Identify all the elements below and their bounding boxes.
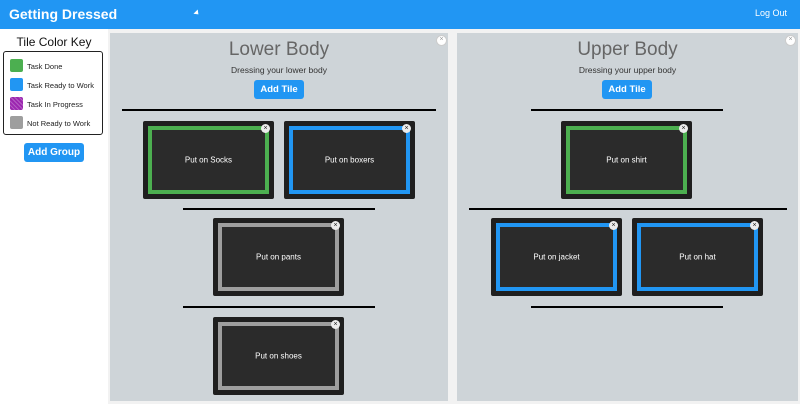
tile-label: Put on boxers <box>324 155 375 165</box>
tile-status-border: Put on hat <box>637 223 758 291</box>
add-tile-button[interactable]: Add Tile <box>254 80 304 99</box>
key-label: Task Done <box>27 62 63 71</box>
close-tile-icon[interactable]: × <box>331 320 340 329</box>
divider <box>183 208 375 210</box>
key-label: Task Ready to Work <box>27 81 94 90</box>
group-title: Lower Body <box>228 39 330 60</box>
tile-status-border: Put on Socks <box>148 126 269 194</box>
tile-label: Put on hat <box>679 252 716 262</box>
swatch-ready <box>10 78 23 91</box>
tile-label: Put on Socks <box>184 155 233 165</box>
tile-label: Put on shoes <box>255 351 302 361</box>
tile[interactable]: Put on Socks × <box>143 121 274 199</box>
tile[interactable]: Put on boxers × <box>284 121 415 199</box>
tile-status-border: Put on pants <box>218 223 339 291</box>
group-title: Upper Body <box>577 39 678 60</box>
group-lower-body: Lower Body Dressing your lower body Add … <box>110 33 448 401</box>
sidebar: Tile Color Key Task Done Task Ready to W… <box>0 29 108 404</box>
group-subtitle: Dressing your upper body <box>578 65 677 75</box>
close-tile-icon[interactable]: × <box>750 221 759 230</box>
close-tile-icon[interactable]: × <box>331 221 340 230</box>
divider <box>122 109 436 111</box>
app-title: Getting Dressed <box>9 6 118 22</box>
mouse-cursor-icon <box>193 9 201 17</box>
close-tile-icon[interactable]: × <box>609 221 618 230</box>
color-key: Task Done Task Ready to Work Task In Pro… <box>3 51 103 135</box>
divider <box>183 306 375 308</box>
group-upper-body: Upper Body Dressing your upper body Add … <box>457 33 798 401</box>
group-subtitle: Dressing your lower body <box>231 65 327 75</box>
tile-status-border: Put on shirt <box>566 126 687 194</box>
close-group-icon[interactable]: × <box>785 35 796 46</box>
divider <box>469 208 787 210</box>
tile-status-border: Put on boxers <box>289 126 410 194</box>
tile[interactable]: Put on shirt × <box>561 121 692 199</box>
close-group-icon[interactable]: × <box>436 35 447 46</box>
add-group-button[interactable]: Add Group <box>24 143 84 162</box>
tile-label: Put on shirt <box>606 155 647 165</box>
divider <box>531 109 723 111</box>
key-label: Not Ready to Work <box>27 119 91 128</box>
top-bar: Getting Dressed Log Out <box>0 0 800 29</box>
tile-status-border: Put on jacket <box>496 223 617 291</box>
tile-label: Put on pants <box>256 252 301 262</box>
tile-status-border: Put on shoes <box>218 322 339 390</box>
divider <box>531 306 723 308</box>
tile[interactable]: Put on pants × <box>213 218 344 296</box>
key-label: Task In Progress <box>27 100 83 109</box>
close-tile-icon[interactable]: × <box>679 124 688 133</box>
color-key-title: Tile Color Key <box>16 35 92 49</box>
tile[interactable]: Put on jacket × <box>491 218 622 296</box>
swatch-done <box>10 59 23 72</box>
logout-link[interactable]: Log Out <box>754 8 787 18</box>
close-tile-icon[interactable]: × <box>261 124 270 133</box>
swatch-in-progress <box>10 97 23 110</box>
close-tile-icon[interactable]: × <box>402 124 411 133</box>
add-tile-button[interactable]: Add Tile <box>602 80 652 99</box>
tile[interactable]: Put on hat × <box>632 218 763 296</box>
tile-label: Put on jacket <box>533 252 580 262</box>
swatch-not-ready <box>10 116 23 129</box>
tile[interactable]: Put on shoes × <box>213 317 344 395</box>
